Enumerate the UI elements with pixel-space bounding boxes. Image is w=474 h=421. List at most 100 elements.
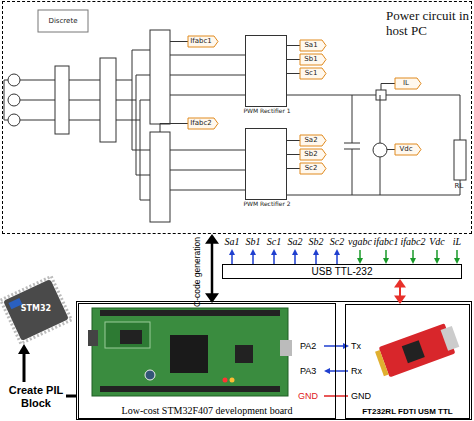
tag-label: Sc1 (300, 69, 322, 78)
powergui-block (38, 10, 88, 32)
goto-tag (300, 135, 326, 146)
chip-body (3, 279, 69, 341)
signal-name: vgabc (347, 236, 373, 248)
action-label: Create PIL Block (2, 384, 70, 410)
tag-label: Sb1 (300, 55, 322, 64)
arrow-head (313, 249, 319, 255)
pin-wire (324, 345, 344, 347)
voltage-meter (373, 143, 387, 157)
signal-name: Sa1 (219, 236, 245, 248)
pin-name: GND (298, 391, 324, 402)
tag-label: Sc2 (300, 164, 322, 173)
ic-chip (235, 345, 253, 363)
signal-name: Sc2 (324, 236, 350, 248)
arrow-shaft (399, 286, 401, 297)
arrow-head (271, 249, 277, 255)
rectifier-block: PWM Rectifier 2 (245, 128, 287, 200)
dashed-region: Power circuit in host PC PWM Rectifier 1 P… (2, 1, 472, 234)
st-link-area (105, 322, 150, 348)
wire (69, 80, 100, 120)
pin-header (100, 310, 280, 316)
serial-link-arrow (394, 279, 406, 304)
measurement-block (100, 58, 116, 142)
measurement-block (55, 66, 69, 134)
ft232-module (374, 321, 461, 379)
goto-tag (188, 118, 218, 129)
current-meter (376, 90, 386, 100)
signal-wire (381, 84, 395, 91)
wire (116, 50, 150, 200)
node-text: FT232RL FDTI USM TTL (346, 407, 469, 417)
measurement-block (150, 30, 170, 124)
pin-name: PA3 (300, 366, 324, 377)
pil-arrow (23, 353, 26, 382)
board-box: Low-cost STM32F407 development board (78, 303, 336, 419)
tag-label: Vdc (395, 145, 417, 154)
goto-tag (300, 163, 326, 174)
ac-source (8, 114, 20, 126)
tag-label: Ifabc2 (188, 119, 214, 128)
usb-connector (280, 340, 292, 356)
node-text: Low-cost STM32F407 development board (79, 405, 335, 417)
signal-name: Sa2 (282, 236, 308, 248)
dc-bus (287, 95, 460, 195)
ground-wire (4, 80, 8, 120)
capacitor-symbol (344, 95, 360, 195)
arrow-head (229, 249, 235, 255)
goto-tag (188, 36, 218, 47)
node-text: PWM Rectifier 2 (240, 200, 294, 207)
node-text: Power circuit in host PC (386, 8, 470, 38)
load-symbol (454, 140, 466, 180)
output-arrows (229, 249, 340, 264)
pcb (92, 308, 288, 396)
arrow-shaft (232, 254, 337, 264)
ic-chip (120, 330, 142, 344)
arrow-head (343, 343, 349, 349)
led (223, 378, 228, 383)
push-button (145, 370, 155, 380)
rectifier-block: PWM Rectifier 1 (245, 35, 287, 107)
led (230, 378, 235, 383)
ic-chip (402, 340, 425, 363)
signal-name: Sc1 (261, 236, 287, 248)
tag-label: Sa2 (300, 136, 322, 145)
module-box: FT232RL FDTI USM TTL (345, 304, 470, 419)
edge-label: C-code generation (191, 222, 203, 322)
pin-name: GND (351, 391, 377, 402)
signal-name: iL (444, 236, 470, 248)
goto-tag (300, 149, 326, 160)
code-generation-arrow (205, 234, 219, 303)
goto-tag (395, 78, 421, 89)
usb-bus-box: USB TTL-232 (222, 264, 462, 279)
pin-name: PA2 (300, 341, 324, 352)
arrow-head (250, 249, 256, 255)
arrow-head (394, 296, 406, 304)
audio-jack (88, 330, 98, 346)
signal-name: Sb2 (303, 236, 329, 248)
pin-name: Rx (351, 366, 371, 377)
goto-tag (300, 40, 326, 51)
outer-frame (77, 302, 472, 420)
tag-label: Ifabc1 (188, 37, 214, 46)
goto-tag (300, 68, 326, 79)
node-text: USB TTL-232 (223, 265, 461, 278)
pin-header (100, 386, 280, 392)
mcu-chip (170, 335, 208, 373)
signal-name: ifabc2 (400, 236, 426, 248)
chip-label: STM32 (11, 304, 61, 314)
arrow-head (292, 249, 298, 255)
ac-source (8, 74, 20, 86)
signal-name: ifabc1 (373, 236, 399, 248)
arrow-head (18, 344, 30, 354)
signal-name: Sb1 (240, 236, 266, 248)
arrow-shaft (360, 250, 457, 259)
measurement-block (150, 132, 170, 222)
usb-connector (441, 326, 460, 351)
pil-link (66, 395, 76, 398)
tag-label: Sb2 (300, 150, 322, 159)
block-label: Discrete (38, 17, 88, 26)
arrow-head (324, 368, 330, 374)
